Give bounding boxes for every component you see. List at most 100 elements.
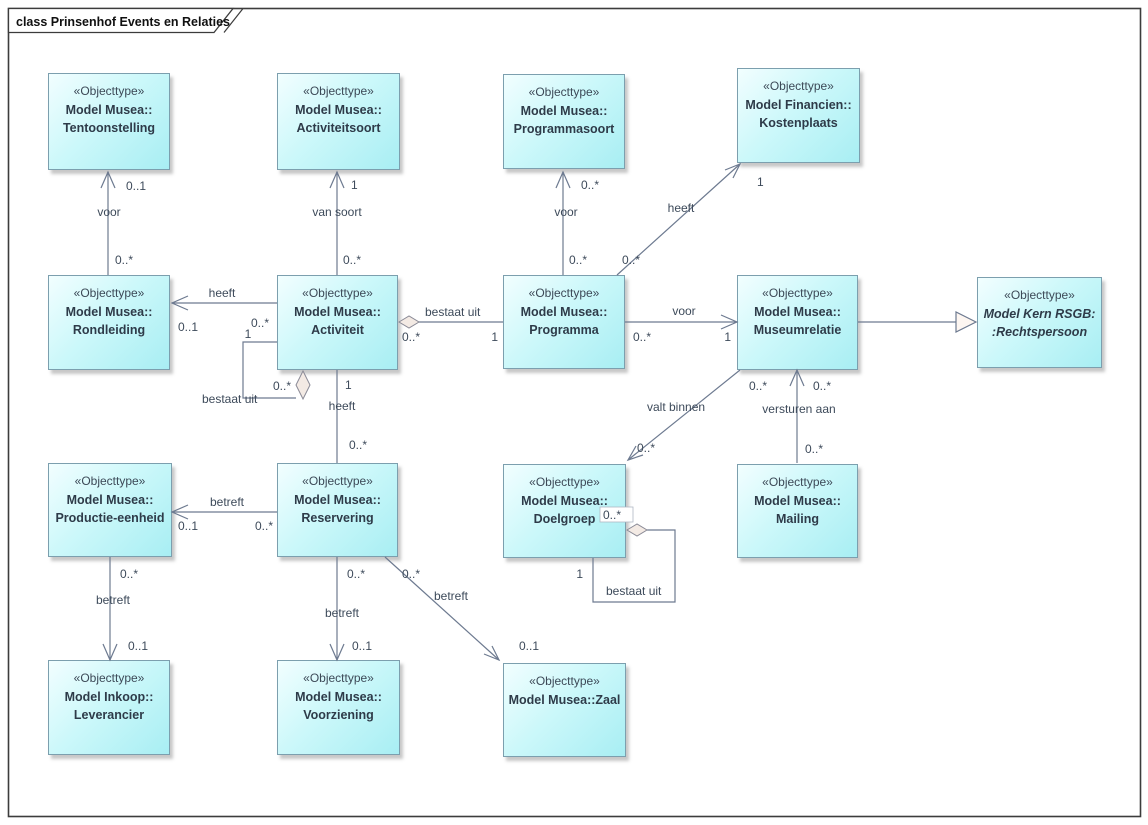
association-label: voor bbox=[672, 304, 695, 318]
association-label: bestaat uit bbox=[425, 305, 481, 319]
open-arrowhead bbox=[102, 643, 118, 662]
open-arrowhead bbox=[720, 314, 739, 330]
class-name-line2: Reservering bbox=[301, 511, 374, 525]
class-box-tentoonstelling[interactable]: «Objecttype» Model Musea::Tentoonstellin… bbox=[48, 73, 170, 170]
aggregation-bestaat-uit-programma-activiteit[interactable]: bestaat uit 0..* 1 bbox=[398, 305, 503, 344]
class-name: Model Musea::Museumrelatie bbox=[738, 303, 857, 339]
class-box-programma[interactable]: «Objecttype» Model Musea::Programma bbox=[503, 275, 625, 369]
class-name-line1: Model Kern RSGB: bbox=[983, 307, 1096, 321]
multiplicity: 0..* bbox=[402, 330, 420, 344]
class-box-mailing[interactable]: «Objecttype» Model Musea::Mailing bbox=[737, 464, 858, 558]
class-name-line2: Leverancier bbox=[73, 708, 145, 722]
aggregation-diamond bbox=[398, 315, 420, 329]
class-name-line2: Activiteitsoort bbox=[296, 121, 381, 135]
multiplicity: 0..* bbox=[251, 316, 269, 330]
class-box-programmasoort[interactable]: «Objecttype» Model Musea::Programmasoort bbox=[503, 74, 625, 169]
class-box-museumrelatie[interactable]: «Objecttype» Model Musea::Museumrelatie bbox=[737, 275, 858, 370]
stereotype-label: «Objecttype» bbox=[73, 84, 145, 98]
association-van-soort-activiteit-activiteitsoort[interactable]: van soort 1 0..* bbox=[312, 170, 362, 275]
class-name: Model Musea::Productie-eenheid bbox=[49, 491, 171, 527]
association-betreft-reservering-productie-eenheid[interactable]: betreft 0..1 0..* bbox=[170, 495, 277, 533]
multiplicity: 1 bbox=[724, 330, 731, 344]
multiplicity: 0..* bbox=[569, 253, 587, 267]
class-box-doelgroep[interactable]: «Objecttype» Model Musea::Doelgroep bbox=[503, 464, 626, 558]
class-box-rechtspersoon[interactable]: «Objecttype» Model Kern RSGB::Rechtspers… bbox=[977, 277, 1102, 368]
class-box-kostenplaats[interactable]: «Objecttype» Model Financien::Kostenplaa… bbox=[737, 68, 860, 163]
open-arrowhead bbox=[329, 643, 345, 662]
stereotype-label: «Objecttype» bbox=[529, 674, 600, 688]
multiplicity: 0..1 bbox=[178, 519, 198, 533]
class-name: Model Musea::Tentoonstelling bbox=[49, 101, 169, 137]
class-name: Model Musea::Reservering bbox=[278, 491, 397, 527]
class-name-line2: Tentoonstelling bbox=[62, 121, 156, 135]
class-name: Model Financien::Kostenplaats bbox=[738, 96, 859, 132]
multiplicity: 0..* bbox=[633, 330, 651, 344]
stereotype-label: «Objecttype» bbox=[762, 475, 833, 489]
class-name: Model Musea::Voorziening bbox=[278, 688, 399, 724]
association-heeft-programma-kostenplaats[interactable]: heeft 1 0..* bbox=[616, 162, 764, 276]
multiplicity: 0..* bbox=[581, 178, 599, 192]
class-name-line1: Model Musea:: bbox=[754, 494, 841, 508]
class-box-voorziening[interactable]: «Objecttype» Model Musea::Voorziening bbox=[277, 660, 400, 755]
stereotype-label: «Objecttype» bbox=[73, 671, 145, 685]
class-name-line1: Model Musea:: bbox=[294, 493, 381, 507]
class-name: Model Musea::Programma bbox=[504, 303, 624, 339]
class-box-activiteit[interactable]: «Objecttype» Model Musea::Activiteit bbox=[277, 275, 398, 370]
association-line[interactable] bbox=[627, 369, 741, 461]
class-name: Model Inkoop::Leverancier bbox=[49, 688, 169, 724]
multiplicity: 0..* bbox=[115, 253, 133, 267]
class-box-productie-eenheid[interactable]: «Objecttype» Model Musea::Productie-eenh… bbox=[48, 463, 172, 557]
association-voor-programma-museumrelatie[interactable]: voor 0..* 1 bbox=[625, 304, 739, 344]
association-betreft-reservering-zaal[interactable]: 0..* betreft 0..1 bbox=[384, 556, 539, 662]
association-line[interactable] bbox=[384, 556, 500, 661]
class-name-line1: Model Musea:: bbox=[520, 104, 608, 118]
class-name-line1: Model Musea:: bbox=[754, 305, 841, 319]
association-voor-programma-programmasoort[interactable]: voor 0..* 0..* bbox=[554, 170, 599, 275]
association-versturen-aan-mailing-museumrelatie[interactable]: 0..* versturen aan 0..* bbox=[762, 368, 836, 463]
association-label: heeft bbox=[329, 399, 356, 413]
diagram-title: class Prinsenhof Events en Relaties bbox=[16, 15, 230, 29]
aggregation-diamond bbox=[626, 523, 648, 537]
class-box-leverancier[interactable]: «Objecttype» Model Inkoop::Leverancier bbox=[48, 660, 170, 755]
stereotype-label: «Objecttype» bbox=[1004, 288, 1075, 302]
association-heeft-activiteit-rondleiding[interactable]: heeft 0..1 0..* bbox=[170, 286, 277, 334]
multiplicity: 0..* bbox=[347, 567, 365, 581]
class-name: Model Musea::Rondleiding bbox=[49, 303, 169, 339]
association-label: betreft bbox=[96, 593, 131, 607]
open-arrowhead bbox=[100, 170, 116, 189]
association-voor-rondleiding-tentoonstelling[interactable]: voor 0..1 0..* bbox=[97, 170, 146, 275]
multiplicity: 0..1 bbox=[178, 320, 198, 334]
class-box-zaal[interactable]: «Objecttype» Model Musea::Zaal bbox=[503, 663, 626, 757]
multiplicity: 0..* bbox=[273, 379, 291, 393]
open-arrowhead bbox=[483, 645, 501, 662]
multiplicity: 1 bbox=[491, 330, 498, 344]
association-label: valt binnen bbox=[647, 400, 705, 414]
class-box-activiteitsoort[interactable]: «Objecttype» Model Musea::Activiteitsoor… bbox=[277, 73, 400, 170]
association-betreft-reservering-voorziening[interactable]: 0..* betreft 0..1 bbox=[325, 557, 372, 662]
association-betreft-productie-eenheid-leverancier[interactable]: 0..* betreft 0..1 bbox=[96, 557, 148, 662]
association-line[interactable] bbox=[616, 163, 741, 276]
multiplicity: 1 bbox=[576, 567, 583, 581]
class-name-line1: Model Financien:: bbox=[745, 98, 852, 112]
class-box-reservering[interactable]: «Objecttype» Model Musea::Reservering bbox=[277, 463, 398, 557]
open-arrowhead bbox=[170, 504, 189, 520]
multiplicity: 0..* bbox=[343, 253, 361, 267]
multiplicity: 1 bbox=[351, 178, 358, 192]
association-heeft-activiteit-reservering[interactable]: 1 heeft 0..* bbox=[329, 370, 368, 463]
association-label: versturen aan bbox=[762, 402, 835, 416]
association-label: betreft bbox=[210, 495, 245, 509]
open-arrowhead bbox=[626, 445, 644, 462]
multiplicity: 0..* bbox=[805, 442, 823, 456]
association-valt-binnen-museumrelatie-doelgroep[interactable]: valt binnen 0..* 0..* bbox=[626, 369, 767, 462]
association-label: voor bbox=[97, 205, 120, 219]
class-name-line2: Productie-eenheid bbox=[55, 511, 165, 525]
stereotype-label: «Objecttype» bbox=[302, 286, 373, 300]
generalization-museumrelatie-rechtspersoon[interactable] bbox=[858, 311, 978, 333]
open-arrowhead bbox=[789, 368, 805, 387]
class-name: Model Musea::Zaal bbox=[504, 691, 625, 709]
class-box-rondleiding[interactable]: «Objecttype» Model Musea::Rondleiding bbox=[48, 275, 170, 370]
class-name: Model Musea::Activiteit bbox=[278, 303, 397, 339]
stereotype-label: «Objecttype» bbox=[73, 286, 145, 300]
multiplicity: 0..* bbox=[749, 379, 767, 393]
